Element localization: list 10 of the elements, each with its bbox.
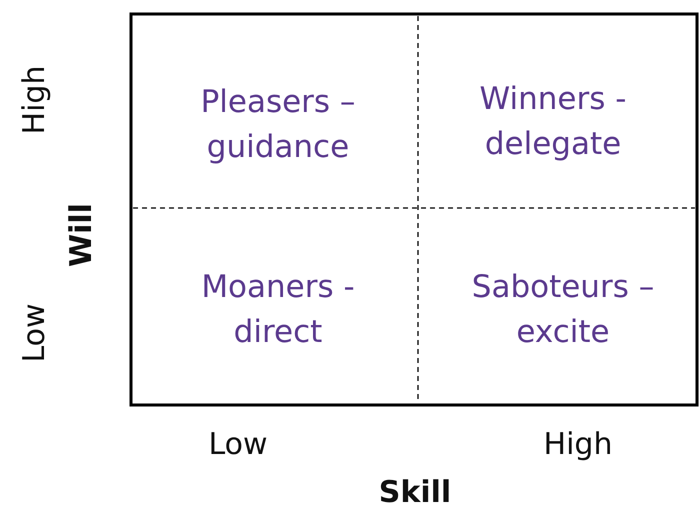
axis-tick-label: High xyxy=(17,66,53,134)
axis-tick-label: Low xyxy=(208,427,268,463)
axis-tick-label: Low xyxy=(17,303,53,363)
axis-title: Will xyxy=(64,203,100,267)
axis-tick-label: High xyxy=(544,427,612,463)
quadrant-label: Moaners - direct xyxy=(200,268,356,352)
axis-title: Skill xyxy=(378,475,452,510)
quadrant-label: Winners - delegate xyxy=(478,80,628,164)
quadrant-label: Pleasers – guidance xyxy=(200,83,356,167)
quadrant-label: Saboteurs – excite xyxy=(470,268,656,352)
